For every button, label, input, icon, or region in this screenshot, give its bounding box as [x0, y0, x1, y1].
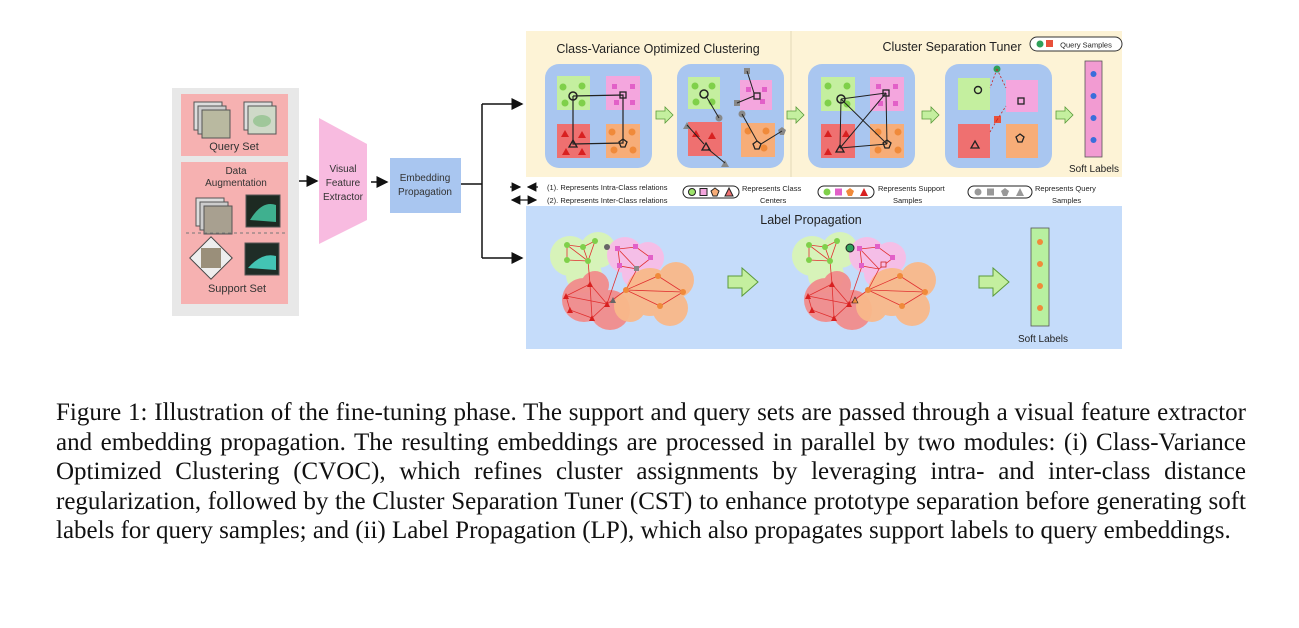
cvoc-arrow-2 — [786, 106, 805, 124]
query-samples-icon — [967, 185, 1033, 199]
legend-class-centers-2: Centers — [760, 196, 787, 205]
query-samples-badge: Query Samples — [1029, 36, 1123, 52]
legend-query-samples-1: Represents Query — [1035, 184, 1096, 193]
query-set-label: Query Set — [209, 141, 259, 153]
lp-title: Label Propagation — [760, 213, 862, 227]
figure-diagram: Query Set Data Augmentation Support Set … — [172, 31, 1123, 349]
visual-feature-extractor: Visual Feature Extractor — [319, 118, 367, 244]
cvoc-stage-1 — [545, 64, 652, 168]
support-images — [189, 236, 280, 280]
legend: (1). Represents Intra-Class relations (2… — [510, 182, 1096, 205]
vfe-line-3: Extractor — [323, 192, 364, 203]
caption-text: Illustration of the fine-tuning phase. T… — [56, 399, 1246, 544]
support-samples-icon — [817, 185, 875, 199]
figure-caption: Figure 1: Illustration of the fine-tunin… — [56, 398, 1246, 546]
ep-line-1: Embedding — [400, 173, 451, 184]
legend-query-samples-2: Samples — [1052, 196, 1081, 205]
lp-soft-labels-label: Soft Labels — [1018, 334, 1068, 345]
legend-intra: (1). Represents Intra-Class relations — [547, 183, 668, 192]
cvoc-cst-panel: Class-Variance Optimized Clustering Clus… — [526, 31, 1123, 177]
cst-soft-labels-label: Soft Labels — [1069, 164, 1119, 175]
cvoc-title: Class-Variance Optimized Clustering — [556, 42, 759, 56]
vfe-line-2: Feature — [326, 178, 361, 189]
data-augmentation-label-1: Data — [225, 166, 247, 177]
cst-soft-labels: Soft Labels — [1069, 60, 1119, 175]
cvoc-stage-2 — [677, 64, 786, 168]
support-set-label: Support Set — [208, 283, 266, 295]
legend-class-centers-1: Represents Class — [742, 184, 801, 193]
label-propagation-panel: Label Propagation — [526, 206, 1122, 349]
augmented-images — [195, 194, 281, 235]
ep-line-2: Propagation — [398, 187, 452, 198]
legend-inter: (2). Represents Inter-Class relations — [547, 196, 668, 205]
cst-stage — [945, 64, 1052, 168]
caption-label: Figure 1: — [56, 399, 148, 426]
lp-arrow-2 — [978, 266, 1010, 298]
cvoc-stage-3 — [808, 64, 915, 168]
lp-graph-2 — [792, 232, 936, 330]
cst-arrow-2 — [1055, 106, 1074, 124]
cst-title: Cluster Separation Tuner — [883, 40, 1022, 54]
embedding-propagation: Embedding Propagation — [390, 158, 461, 213]
lp-graph-1 — [550, 232, 694, 330]
query-images — [193, 101, 277, 139]
vfe-line-1: Visual — [329, 164, 356, 175]
branch-arrows — [461, 98, 524, 264]
query-samples-badge-label: Query Samples — [1060, 41, 1112, 50]
class-centers-icon — [682, 185, 740, 199]
cst-arrow-1 — [921, 106, 940, 124]
legend-support-samples-2: Samples — [893, 196, 922, 205]
input-panel: Query Set Data Augmentation Support Set — [172, 88, 299, 316]
lp-arrow-1 — [727, 266, 759, 298]
data-augmentation-label-2: Augmentation — [205, 178, 267, 189]
cvoc-arrow-1 — [655, 106, 674, 124]
legend-support-samples-1: Represents Support — [878, 184, 946, 193]
lp-soft-labels: Soft Labels — [1018, 227, 1068, 345]
